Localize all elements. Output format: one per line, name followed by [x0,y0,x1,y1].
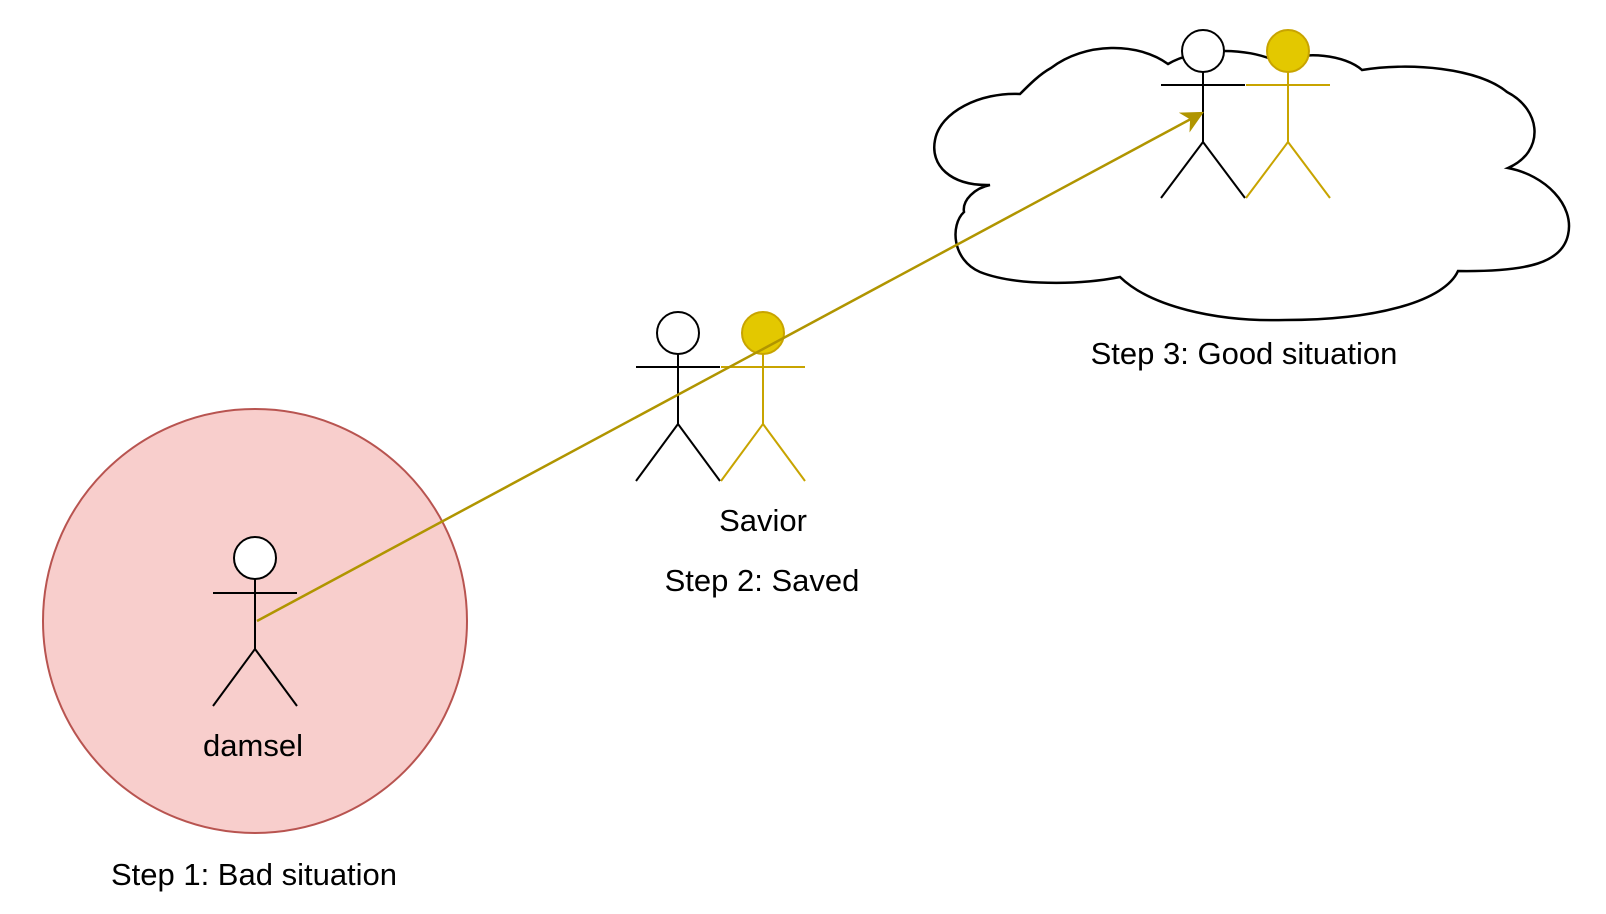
step2-group[interactable]: Savior Step 2: Saved [635,311,860,598]
step1-group[interactable]: damsel Step 1: Bad situation [42,408,468,892]
savior-actor-icon[interactable] [1245,29,1331,199]
step2-label: Step 2: Saved [665,563,860,598]
step3-label: Step 3: Good situation [1091,336,1398,371]
damsel-actor-icon[interactable] [212,536,298,707]
damsel-label: damsel [203,728,303,763]
savior-label: Savior [719,503,807,538]
person-actor-icon[interactable] [635,311,721,482]
savior-actor-icon[interactable] [720,311,806,482]
person-actor-icon[interactable] [1160,29,1246,199]
step1-label: Step 1: Bad situation [111,857,397,892]
rescue-arrow[interactable] [256,111,1204,623]
step3-group[interactable]: Step 3: Good situation [933,29,1571,371]
good-situation-cloud-shape[interactable] [933,46,1571,322]
